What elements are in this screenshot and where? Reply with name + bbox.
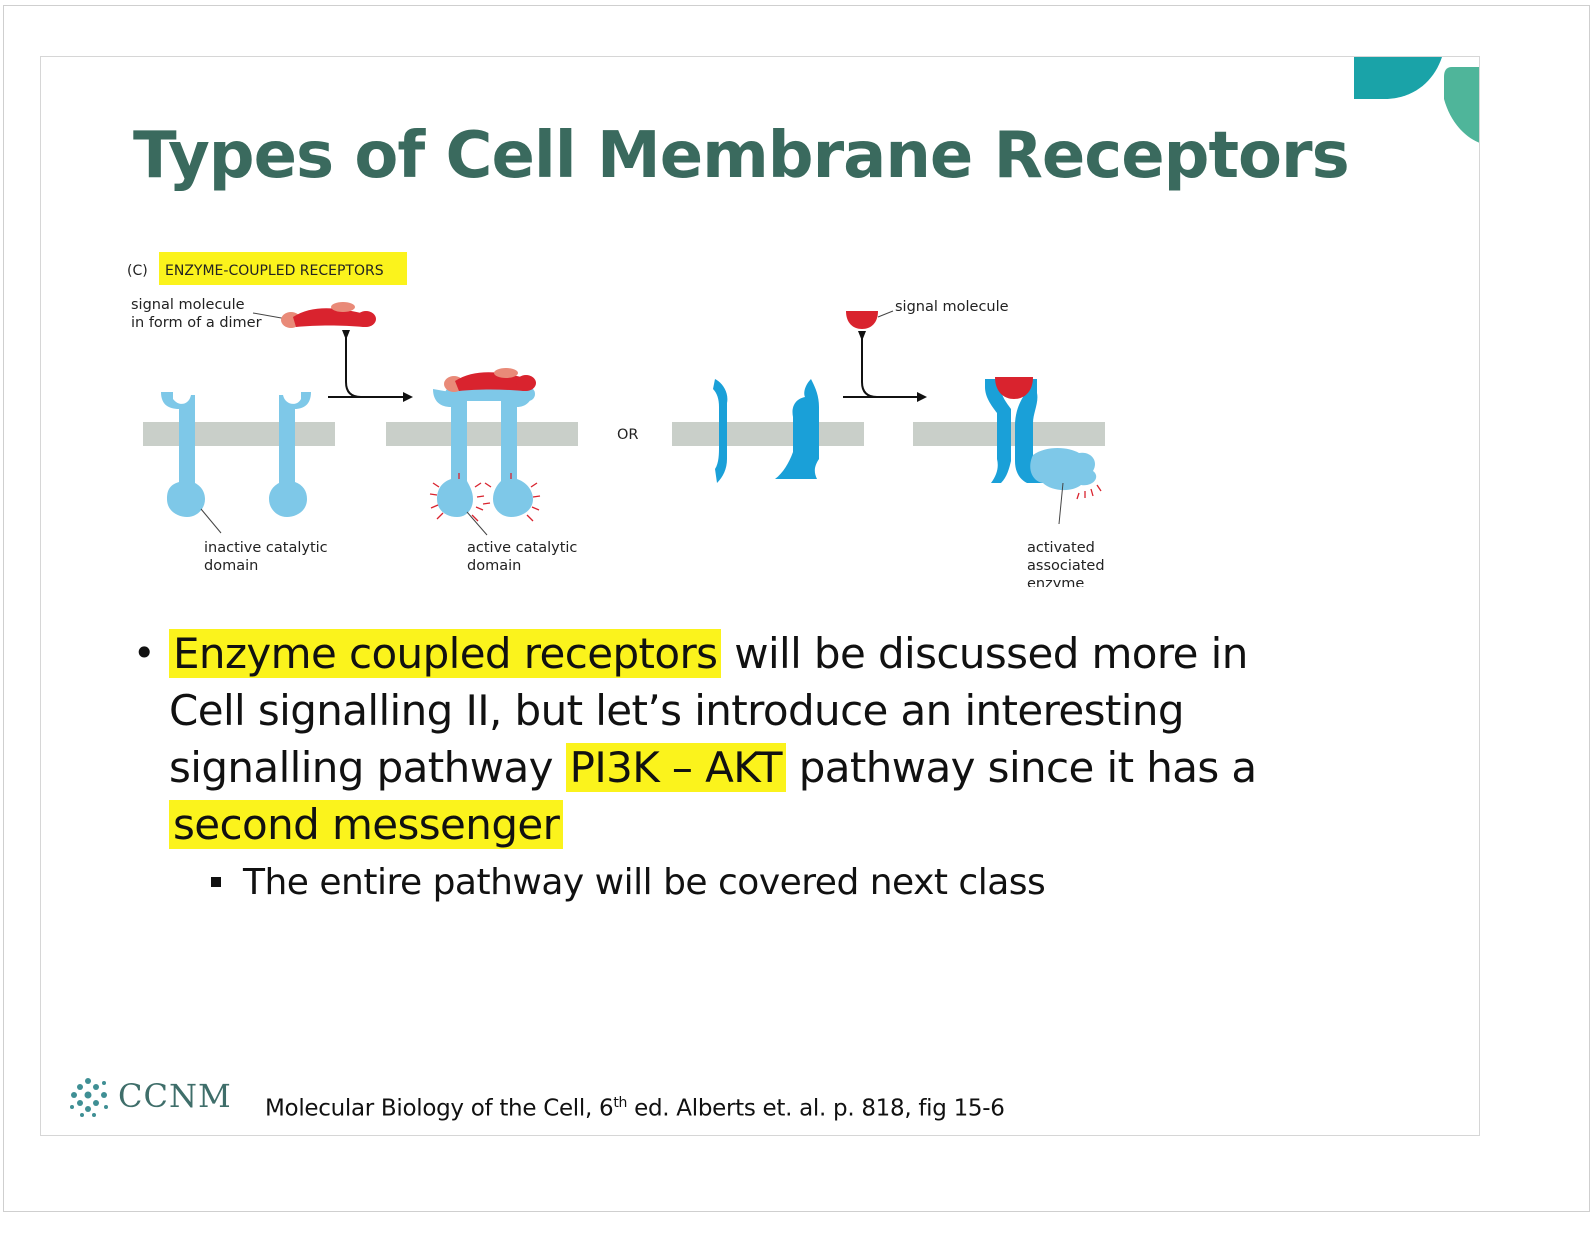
- highlight-enzyme-coupled-receptors: Enzyme coupled receptors: [169, 629, 722, 678]
- membrane-2: [386, 422, 578, 446]
- label-signal-dimer-line1: signal molecule: [131, 297, 245, 313]
- slide-title: Types of Cell Membrane Receptors: [133, 119, 1350, 193]
- corner-decoration-icon: [1354, 57, 1479, 143]
- bullet-list: • Enzyme coupled receptors will be discu…: [133, 625, 1293, 907]
- bullet-text-part-2: pathway since it has a: [785, 743, 1257, 792]
- citation-sup: th: [613, 1095, 628, 1111]
- inactive-receptor-left-icon: [161, 392, 205, 517]
- arrow-2-icon: [843, 331, 927, 402]
- bullet-item-main: • Enzyme coupled receptors will be discu…: [133, 625, 1293, 907]
- label-active-line2: domain: [467, 558, 521, 574]
- panel-title-highlight: [159, 252, 407, 285]
- screen-frame: [3, 5, 1590, 1212]
- sub-bullet-item: The entire pathway will be covered next …: [169, 859, 1293, 907]
- citation: Molecular Biology of the Cell, 6th ed. A…: [265, 1095, 1005, 1122]
- sub-bullet-text: The entire pathway will be covered next …: [243, 862, 1046, 903]
- label-inactive-line1: inactive catalytic: [204, 540, 328, 556]
- ccnm-logo-text: CCNM: [118, 1077, 232, 1115]
- panel-letter: (C): [127, 263, 148, 279]
- label-activated-line1: activated: [1027, 540, 1095, 556]
- membrane-3: [672, 422, 864, 446]
- highlight-second-messenger: second messenger: [169, 800, 564, 849]
- label-active-line1: active catalytic: [467, 540, 577, 556]
- label-activated-line3: enzyme: [1027, 576, 1084, 587]
- split-receptor-bound-icon: [985, 377, 1053, 483]
- sub-bullet-list: The entire pathway will be covered next …: [169, 859, 1293, 907]
- inactive-receptor-right-icon: [269, 392, 311, 517]
- square-bullet-icon: [211, 877, 221, 887]
- label-inactive-line2: domain: [204, 558, 258, 574]
- slide: Types of Cell Membrane Receptors (C) ENZ…: [40, 56, 1480, 1136]
- bullet-text-part-1: will be discussed more in Cell signallin…: [169, 629, 1248, 792]
- split-receptor-unbound-icon: [713, 379, 819, 483]
- active-receptor-pair-icon: [429, 368, 541, 522]
- label-signal-dimer-line2: in form of a dimer: [131, 315, 262, 331]
- label-signal-molecule: signal molecule: [895, 299, 1009, 315]
- enzyme-coupled-receptor-figure: (C) ENZYME-COUPLED RECEPTORS signal mole…: [127, 252, 1105, 587]
- citation-pre: Molecular Biology of the Cell, 6: [265, 1095, 614, 1122]
- signal-molecule-icon: [846, 311, 878, 329]
- bullet-dot-icon: •: [133, 631, 155, 675]
- citation-post: ed. Alberts et. al. p. 818, fig 15-6: [627, 1095, 1005, 1122]
- ccnm-logo-dots-icon: [70, 1078, 108, 1117]
- membrane-1: [143, 422, 335, 446]
- panel-title: ENZYME-COUPLED RECEPTORS: [165, 263, 384, 279]
- associated-enzyme-icon: [1030, 448, 1102, 500]
- highlight-pi3k-akt: PI3K – AKT: [565, 743, 786, 792]
- label-or: OR: [617, 427, 639, 443]
- ccnm-logo: CCNM: [66, 1075, 232, 1117]
- signal-dimer-icon: [281, 302, 376, 328]
- arrow-1-icon: [328, 330, 413, 402]
- label-activated-line2: associated: [1027, 558, 1105, 574]
